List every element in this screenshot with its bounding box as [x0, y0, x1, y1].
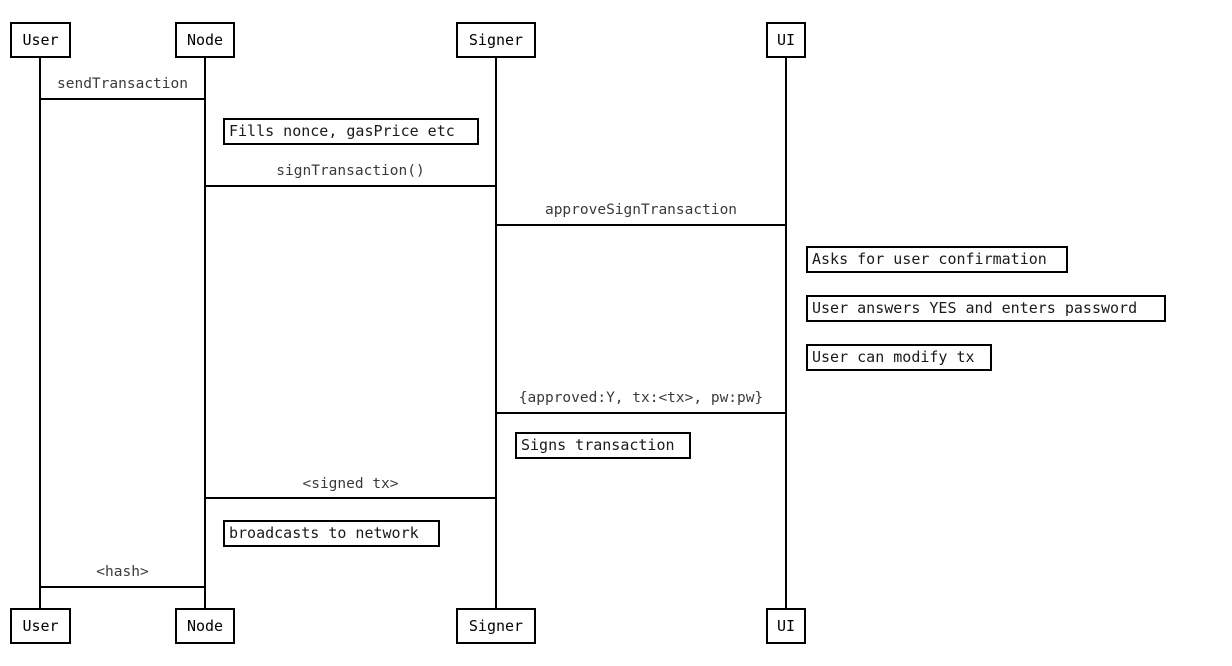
lifeline-node [204, 58, 206, 608]
message-line-2 [495, 224, 787, 226]
message-label-0: sendTransaction [57, 76, 188, 92]
note-box-0[interactable]: Fills nonce, gasPrice etc [223, 118, 479, 145]
participant-user-top[interactable]: User [10, 22, 71, 58]
message-line-0 [39, 98, 206, 100]
message-line-1 [204, 185, 497, 187]
lifeline-ui [785, 58, 787, 608]
participant-user-bottom[interactable]: User [10, 608, 71, 644]
lifeline-user [39, 58, 41, 608]
lifeline-signer [495, 58, 497, 608]
message-label-2: approveSignTransaction [544, 202, 738, 218]
message-label-3: {approved:Y, tx:<tx>, pw:pw} [518, 390, 764, 406]
participant-ui-bottom[interactable]: UI [766, 608, 806, 644]
message-label-4: <signed tx> [302, 476, 399, 492]
note-box-4[interactable]: Signs transaction [515, 432, 691, 459]
message-line-5 [39, 586, 206, 588]
participant-signer-top[interactable]: Signer [456, 22, 536, 58]
participant-node-top[interactable]: Node [175, 22, 235, 58]
message-line-4 [204, 497, 497, 499]
message-label-5: <hash> [96, 564, 149, 580]
note-box-2[interactable]: User answers YES and enters password [806, 295, 1166, 322]
note-box-1[interactable]: Asks for user confirmation [806, 246, 1068, 273]
note-box-5[interactable]: broadcasts to network [223, 520, 440, 547]
message-label-1: signTransaction() [276, 163, 425, 179]
participant-signer-bottom[interactable]: Signer [456, 608, 536, 644]
message-line-3 [495, 412, 787, 414]
participant-ui-top[interactable]: UI [766, 22, 806, 58]
note-box-3[interactable]: User can modify tx [806, 344, 992, 371]
participant-node-bottom[interactable]: Node [175, 608, 235, 644]
